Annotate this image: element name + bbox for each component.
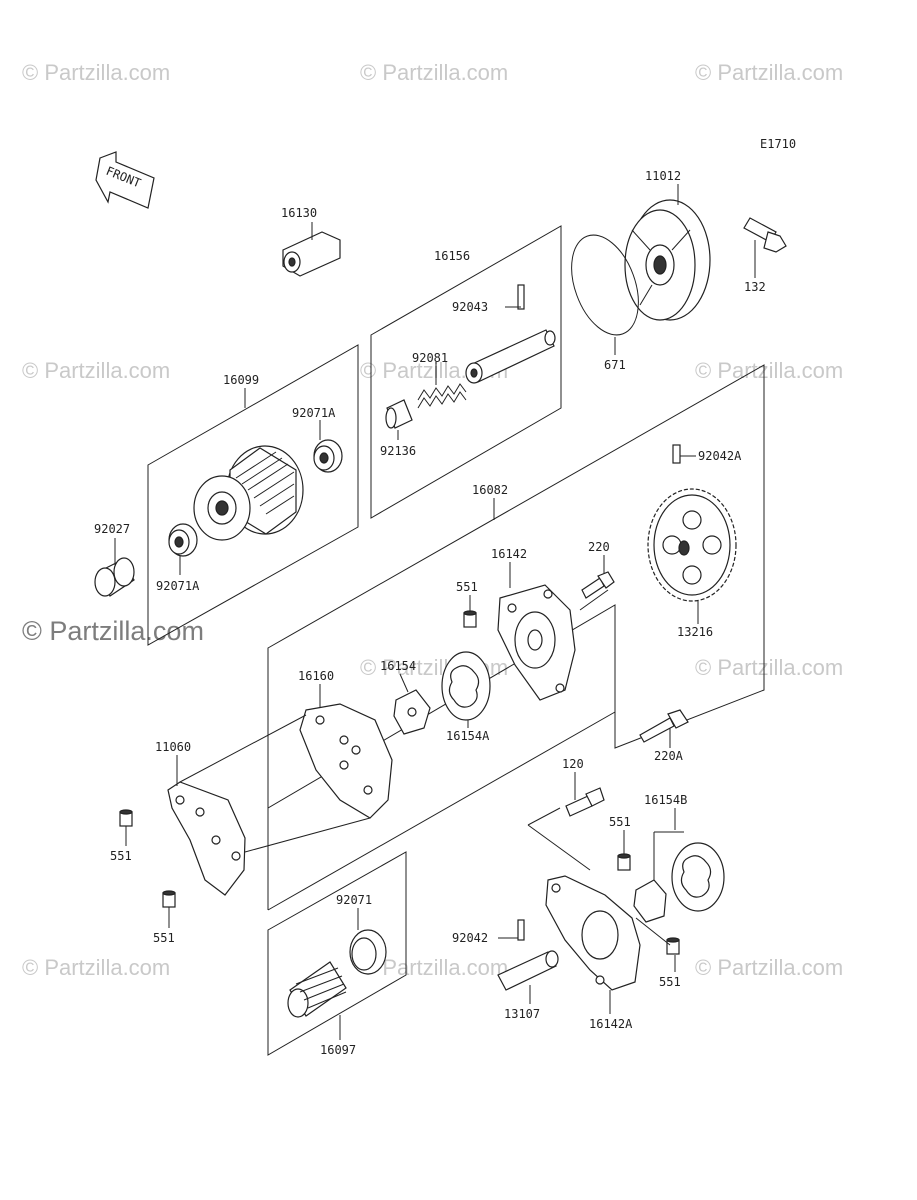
label-92042A: 92042A	[698, 449, 742, 463]
label-16130: 16130	[281, 206, 317, 220]
part-92027	[94, 557, 135, 597]
label-16082: 16082	[472, 483, 508, 497]
part-16142-pump-body	[497, 584, 576, 701]
part-92071-seal	[349, 929, 387, 975]
part-551-c	[162, 890, 176, 908]
label-551-c: 551	[153, 931, 175, 945]
watermark: © Partzilla.com	[22, 955, 170, 980]
label-92043: 92043	[452, 300, 488, 314]
diagram-code: E1710	[760, 137, 796, 151]
label-16142A: 16142A	[589, 1017, 633, 1031]
watermark: © Partzilla.com	[360, 60, 508, 85]
label-92136: 92136	[380, 444, 416, 458]
label-92027: 92027	[94, 522, 130, 536]
watermark: © Partzilla.com	[22, 60, 170, 85]
part-16156-valve	[465, 329, 556, 384]
front-arrow-icon: FRONT	[95, 151, 155, 209]
part-16154-inner-rotor	[393, 689, 431, 735]
part-16097-strainer	[287, 961, 347, 1018]
label-120: 120	[562, 757, 584, 771]
label-16156: 16156	[434, 249, 470, 263]
part-16099-filter	[193, 445, 304, 541]
frame-16097	[267, 851, 407, 1056]
group-frames	[147, 225, 765, 1056]
label-16160: 16160	[298, 669, 334, 683]
label-13216: 13216	[677, 625, 713, 639]
leader-lines	[114, 184, 756, 1040]
watermark-layer: © Partzilla.com © Partzilla.com © Partzi…	[22, 60, 843, 980]
watermark: © Partzilla.com	[695, 955, 843, 980]
part-220-bolt	[581, 571, 615, 599]
part-92043	[517, 284, 525, 310]
part-92042	[517, 919, 525, 941]
label-92071A-lower: 92071A	[156, 579, 200, 593]
label-220A: 220A	[654, 749, 684, 763]
part-551-d	[617, 853, 631, 871]
label-132: 132	[744, 280, 766, 294]
frame-16099	[147, 344, 359, 646]
part-13216-gear	[647, 488, 737, 602]
part-92081-spring	[417, 383, 467, 409]
frame-16156	[370, 225, 562, 519]
part-92042A	[672, 444, 681, 464]
part-16154A-outer-rotor	[441, 651, 491, 721]
label-551-a: 551	[456, 580, 478, 594]
watermark: © Partzilla.com	[695, 60, 843, 85]
part-551-e	[666, 937, 680, 955]
part-92071A-upper	[313, 439, 343, 473]
part-16154B-rotor	[633, 842, 725, 923]
part-551-a	[463, 610, 477, 628]
watermark: © Partzilla.com	[695, 655, 843, 680]
label-92042: 92042	[452, 931, 488, 945]
part-16160-plate	[299, 703, 393, 819]
label-16154: 16154	[380, 659, 416, 673]
part-13107-shaft	[497, 950, 559, 991]
label-551-e: 551	[659, 975, 681, 989]
part-92071A-lower	[168, 523, 198, 557]
part-16142A-pump-body	[545, 875, 641, 991]
part-551-b	[119, 809, 133, 827]
watermark: © Partzilla.com	[695, 358, 843, 383]
label-92071A-upper: 92071A	[292, 406, 336, 420]
label-220: 220	[588, 540, 610, 554]
label-551-d: 551	[609, 815, 631, 829]
label-92081: 92081	[412, 351, 448, 365]
part-92136	[385, 399, 413, 429]
part-16130	[282, 231, 341, 277]
part-11060-gasket	[167, 781, 246, 896]
label-16142: 16142	[491, 547, 527, 561]
part-220A-bolt	[639, 709, 689, 743]
part-132-bolt	[743, 217, 787, 253]
part-11012-cover	[624, 199, 711, 321]
label-11060: 11060	[155, 740, 191, 754]
label-16154B: 16154B	[644, 793, 687, 807]
label-16099: 16099	[223, 373, 259, 387]
label-551-b: 551	[110, 849, 132, 863]
label-13107: 13107	[504, 1007, 540, 1021]
watermark: © Partzilla.com	[22, 358, 170, 383]
watermark-main: © Partzilla.com	[22, 616, 204, 646]
label-16097: 16097	[320, 1043, 356, 1057]
part-labels: 16130 16156 92043 92081 92136 11012 132 …	[94, 169, 766, 1057]
part-120-screw	[565, 787, 605, 817]
label-92071: 92071	[336, 893, 372, 907]
label-671: 671	[604, 358, 626, 372]
part-671-o-ring	[571, 234, 639, 336]
label-16154A: 16154A	[446, 729, 490, 743]
label-11012: 11012	[645, 169, 681, 183]
